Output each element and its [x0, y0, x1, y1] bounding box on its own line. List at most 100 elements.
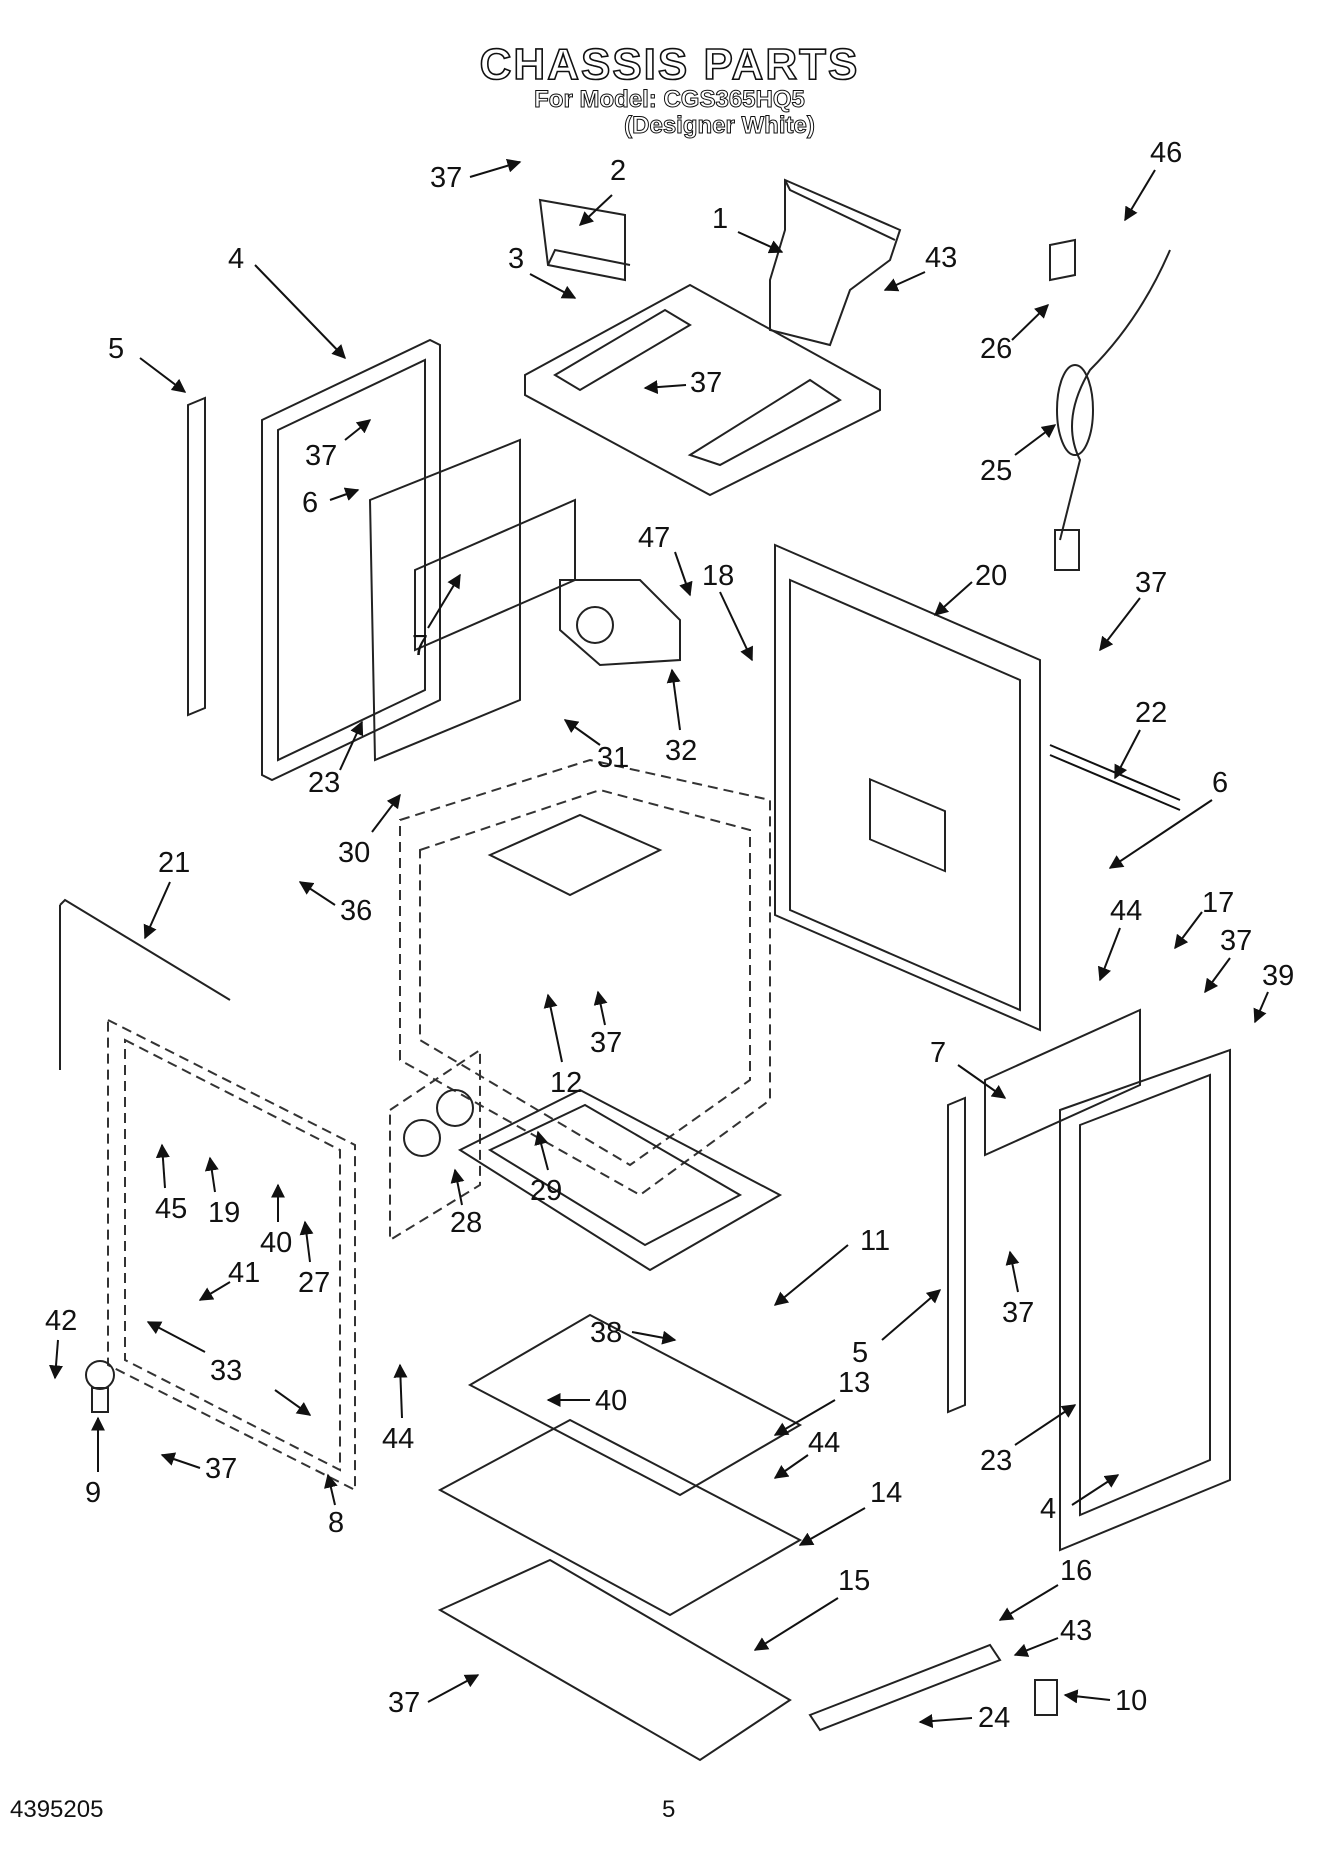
callout-label: 4	[228, 243, 244, 275]
callout-33: 33	[146, 1321, 312, 1416]
page-number: 5	[662, 1796, 676, 1823]
callout-label: 24	[978, 1702, 1010, 1734]
callout-5-right: 5	[852, 1289, 942, 1369]
callout-6-right: 6	[1108, 767, 1228, 869]
callout-label: 10	[1115, 1685, 1147, 1717]
callout-label: 37	[1135, 567, 1167, 599]
callout-41: 41	[198, 1257, 260, 1301]
callout-43-top: 43	[883, 242, 957, 292]
callout-label: 37	[205, 1453, 237, 1485]
callout-label: 39	[1262, 960, 1294, 992]
callout-18: 18	[702, 560, 753, 662]
part-25-power-cord	[1054, 249, 1171, 571]
oven-door-frame	[107, 1018, 356, 1492]
callout-47: 47	[638, 522, 693, 597]
part-13-drawer	[467, 1313, 803, 1497]
callout-label: 46	[1150, 137, 1182, 169]
callout-37-top: 37	[430, 158, 522, 194]
callout-26: 26	[980, 304, 1050, 365]
callout-12: 12	[543, 993, 582, 1099]
color-line: (Designer White)	[624, 112, 816, 140]
callout-43-bottom: 43	[1013, 1615, 1092, 1657]
part-4-right-side-panel	[1059, 1048, 1231, 1552]
callout-label: 30	[338, 837, 370, 869]
callout-25: 25	[980, 424, 1057, 487]
callout-label: 37	[690, 367, 722, 399]
callout-label: 11	[860, 1225, 890, 1257]
part-7-right-insulation	[984, 1008, 1141, 1157]
callout-2: 2	[578, 155, 626, 226]
callout-label: 6	[1212, 767, 1228, 799]
model-line: For Model: CGS365HQ5	[534, 86, 806, 114]
callout-37-bottom: 37	[388, 1674, 480, 1719]
callout-label: 8	[328, 1507, 344, 1539]
callout-label: 37	[430, 162, 462, 194]
part-10-leveler	[1034, 1679, 1058, 1716]
callout-21: 21	[143, 847, 190, 940]
callout-label: 23	[980, 1445, 1012, 1477]
callout-label: 14	[870, 1477, 902, 1509]
callout-27: 27	[298, 1220, 330, 1299]
callout-label: 29	[530, 1175, 562, 1207]
callout-19: 19	[204, 1156, 240, 1229]
callout-label: 41	[228, 1257, 260, 1289]
callout-label: 32	[665, 735, 697, 767]
callout-label: 37	[1002, 1297, 1034, 1329]
part-5-right-strip	[947, 1096, 966, 1414]
callout-6-left: 6	[302, 487, 360, 519]
callout-label: 26	[980, 333, 1012, 365]
part-11-burner-tray	[457, 1088, 783, 1272]
callout-7-left: 7	[412, 573, 461, 662]
callout-40-left: 40	[260, 1183, 292, 1259]
callout-label: 36	[340, 895, 372, 927]
callout-label: 15	[838, 1565, 870, 1597]
callout-3: 3	[508, 243, 577, 299]
callout-label: 18	[702, 560, 734, 592]
part-32-valve	[559, 579, 681, 667]
callout-label: 42	[45, 1305, 77, 1337]
callout-23-right: 23	[980, 1404, 1077, 1477]
callout-label: 28	[450, 1207, 482, 1239]
callout-42: 42	[45, 1305, 77, 1380]
callout-label: 22	[1135, 697, 1167, 729]
callout-label: 7	[412, 630, 428, 662]
callout-label: 44	[382, 1423, 414, 1455]
callout-28: 28	[450, 1168, 482, 1239]
callout-1: 1	[712, 203, 784, 254]
callout-37-left: 37	[305, 419, 372, 472]
callout-label: 21	[158, 847, 190, 879]
callout-39: 39	[1253, 960, 1294, 1024]
callout-label: 37	[590, 1027, 622, 1059]
callout-46: 46	[1124, 137, 1182, 222]
callout-label: 4	[1040, 1493, 1056, 1525]
callout-4-right: 4	[1040, 1474, 1120, 1525]
part-15-bottom-panel	[437, 1558, 792, 1762]
callout-label: 43	[925, 242, 957, 274]
part-9-hinge	[85, 1360, 115, 1413]
callout-13: 13	[773, 1367, 870, 1436]
callout-38: 38	[590, 1317, 677, 1349]
callout-label: 5	[108, 333, 124, 365]
callout-label: 40	[260, 1227, 292, 1259]
callout-label: 37	[1220, 925, 1252, 957]
callout-11: 11	[773, 1225, 890, 1306]
callout-label: 20	[975, 560, 1007, 592]
part-26-bracket	[1049, 238, 1076, 282]
callout-37-right-top: 37	[1099, 567, 1167, 652]
callout-group: 37 2 1 43 46 4 3 37 26 5 37 25 6 47 18 2…	[45, 137, 1294, 1734]
callout-label: 37	[305, 440, 337, 472]
callout-29: 29	[530, 1130, 562, 1207]
part-4-left-side-panel	[261, 338, 441, 782]
callout-label: 44	[808, 1427, 840, 1459]
callout-14: 14	[798, 1477, 902, 1546]
callout-9: 9	[85, 1416, 105, 1509]
callout-37-lower-left: 37	[160, 1452, 237, 1485]
callout-label: 17	[1202, 887, 1234, 919]
callout-label: 7	[930, 1037, 946, 1069]
callout-44-right: 44	[1097, 895, 1142, 982]
callout-24: 24	[918, 1702, 1010, 1734]
callout-20: 20	[933, 560, 1007, 616]
part-7-left-insulation	[368, 438, 576, 762]
document-number: 4395205	[10, 1796, 104, 1823]
callout-15: 15	[753, 1565, 870, 1651]
